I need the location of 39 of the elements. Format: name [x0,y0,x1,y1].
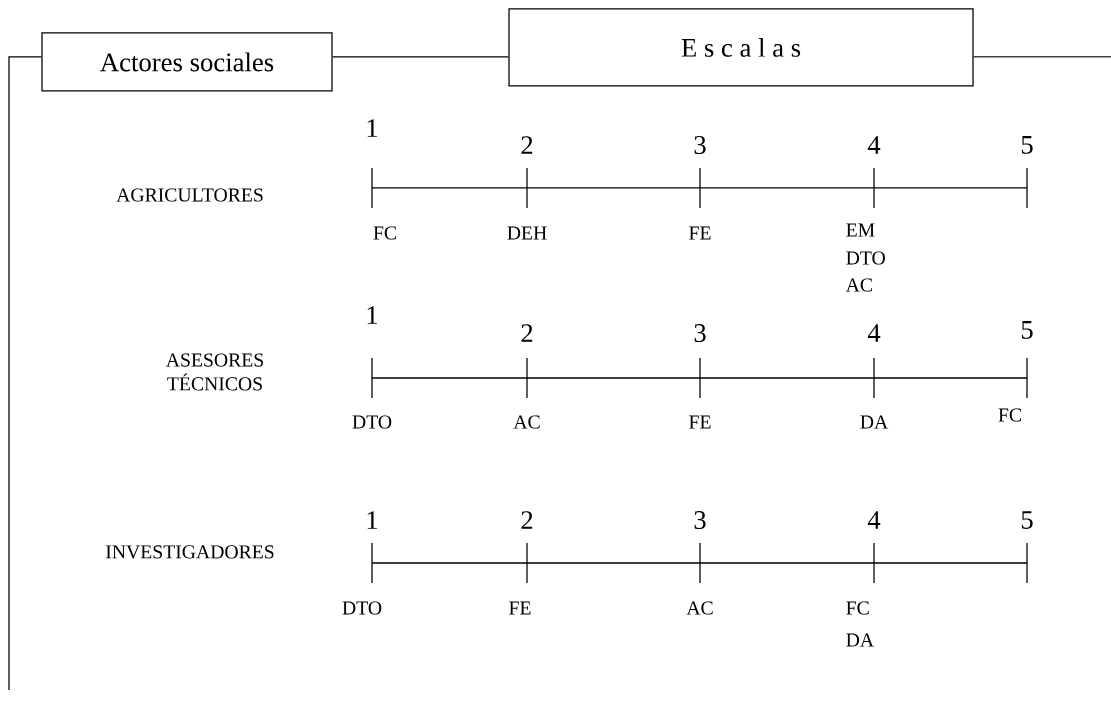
tick-number: 2 [521,324,533,342]
row-label: ASESORES TÉCNICOS [166,353,263,391]
tick-number: 4 [867,136,881,154]
code-label: DTO [352,415,392,429]
code-label: FE [689,415,711,429]
row-label: INVESTIGADORES [105,545,274,559]
tick-number: 5 [1021,136,1033,154]
code-label: DEH [507,226,547,240]
code-label: AC [513,415,540,429]
code-label: AC [686,601,713,615]
code-label: AC [845,278,872,292]
tick-number: 4 [867,324,881,342]
code-label: DA [846,633,874,647]
code-label: EM [846,223,875,237]
code-label: DTO [846,251,885,265]
tick-number: 3 [694,324,706,342]
connector-line [8,56,42,691]
title-box: E s c a l a s [508,8,974,87]
tick-number: 1 [367,511,378,529]
tick-number: 3 [694,511,706,529]
connector-line [973,56,1111,58]
tick-number: 1 [367,119,378,137]
heading-box: Actores sociales [41,32,333,92]
code-label: DA [860,415,889,429]
code-label: FC [998,408,1021,422]
tick-number: 3 [694,136,706,154]
tick-number: 5 [1021,511,1033,529]
code-label: FC [373,226,396,240]
tick-number: 4 [867,511,881,529]
tick-number: 2 [521,511,533,529]
code-label: DTO [342,601,382,615]
tick-number: 5 [1021,321,1033,339]
code-label: FE [509,601,531,615]
tick-number: 2 [521,136,533,154]
connector-line [332,56,509,58]
row-label: AGRICULTORES [116,188,263,202]
code-label: FC [846,601,869,615]
tick-number: 1 [367,306,378,324]
code-label: FE [689,226,711,240]
